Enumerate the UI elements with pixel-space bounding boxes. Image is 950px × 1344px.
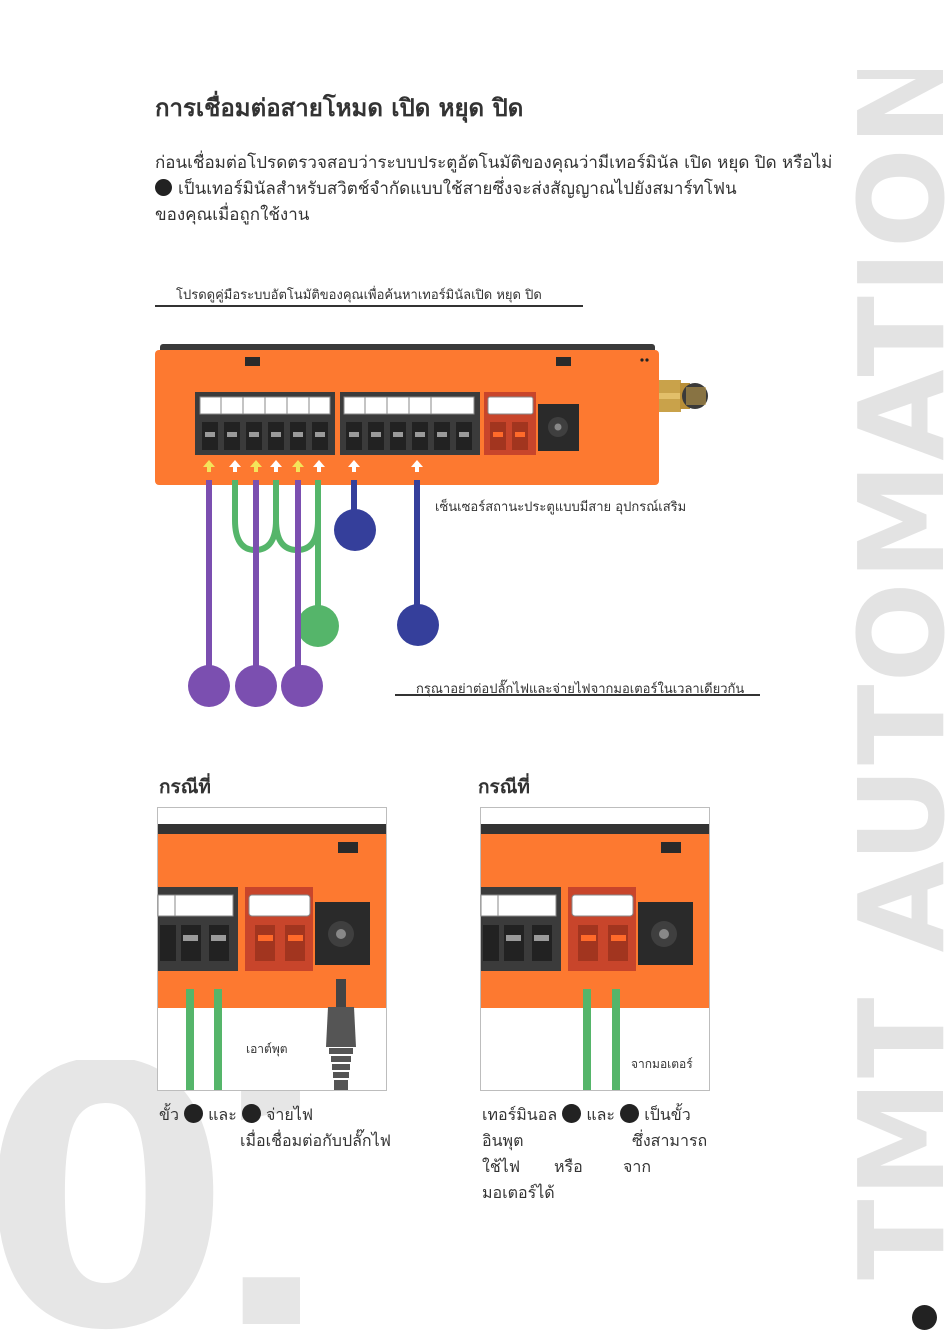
manual-note: โปรดดูคู่มือระบบอัตโนมัติของคุณเพื่อค้นห… <box>176 288 542 303</box>
brand-name: TMT AUTOMATION INC <box>855 70 950 1280</box>
case-2-word-input: อินพุต <box>482 1131 524 1150</box>
case-2-word-terminal: เทอร์มินอล <box>482 1105 558 1124</box>
controller-diagram <box>155 344 708 707</box>
case-1-title: กรณีที่ <box>159 776 211 798</box>
output-label: เอาต์พุต <box>246 1042 288 1056</box>
terminal-dot-icon <box>562 1104 582 1123</box>
intro-line-2-text: เป็นเทอร์มินัลสำหรับสวิตช์จำกัดแบบใช้สาย… <box>178 179 737 199</box>
case-2-word-motor: มอเตอร์ได้ <box>482 1183 555 1202</box>
case-2-word-use-power: ใช้ไฟ <box>482 1157 521 1176</box>
case-1-word-power: จ่ายไฟ <box>266 1105 314 1124</box>
device-led-left <box>245 357 260 366</box>
intro-line-3: ของคุณเมื่อถูกใช้งาน <box>155 205 310 225</box>
motor-label: จากมอเตอร์ <box>631 1057 693 1071</box>
sensor-label: เซ็นเซอร์สถานะประตูแบบมีสาย อุปกรณ์เสริม <box>435 500 687 515</box>
page-title: การเชื่อมต่อสายโหมด เปิด หยุด ปิด <box>155 94 524 122</box>
case-2-title: กรณีที่ <box>478 776 530 798</box>
case-2-word-pole: เป็นขั้ว <box>644 1105 691 1124</box>
terminal-dot-icon <box>241 1104 261 1123</box>
case-1-text-line-2: เมื่อเชื่อมต่อกับปลั๊กไฟ <box>240 1131 391 1150</box>
case-1-diagram <box>157 807 387 1091</box>
case-1-word-and: และ <box>208 1105 237 1124</box>
case-2-word-or: หรือ <box>554 1157 583 1176</box>
intro-line-1: ก่อนเชื่อมต่อโปรดตรวจสอบว่าระบบประตูอัตโ… <box>155 153 833 173</box>
warning-note: กรุณาอย่าต่อปลั๊กไฟและจ่ายไฟจากมอเตอร์ใน… <box>416 682 745 697</box>
case-2-diagram <box>480 807 710 1091</box>
green-common-wire <box>232 480 321 612</box>
page-dot <box>912 1305 937 1330</box>
manual-note-underline <box>155 305 583 307</box>
case-1-word-terminal: ขั้ว <box>159 1105 179 1124</box>
terminal-arrows <box>203 460 423 472</box>
case-2-word-and: และ <box>586 1105 616 1124</box>
purple-wires <box>206 480 301 670</box>
green-terminal-node <box>297 605 339 647</box>
intro-paragraph: ก่อนเชื่อมต่อโปรดตรวจสอบว่าระบบประตูอัตโ… <box>155 150 875 228</box>
case-2-word-can: ซึ่งสามารถ <box>632 1131 708 1150</box>
terminal-dot-icon <box>184 1104 204 1123</box>
terminal-dot-icon <box>155 179 172 196</box>
blue-sensor-node-1 <box>334 509 376 551</box>
warning-note-underline <box>395 694 760 696</box>
blue-sensor-node-2 <box>397 604 439 646</box>
intro-line-2: เป็นเทอร์มินัลสำหรับสวิตช์จำกัดแบบใช้สาย… <box>155 176 875 202</box>
purple-node-stop <box>235 665 277 707</box>
vertical-brand-text: TMT AUTOMATION INC <box>855 70 950 1280</box>
terminal-dot-icon <box>620 1104 640 1123</box>
device-led-right <box>556 357 571 366</box>
case-1-text-line-1: ขั้ว และ จ่ายไฟ <box>159 1102 313 1128</box>
case-2-word-from: จาก <box>623 1157 652 1176</box>
purple-node-open <box>188 665 230 707</box>
purple-node-close <box>281 665 323 707</box>
case-2-text-line-1: เทอร์มินอล และ เป็นขั้ว <box>482 1102 691 1128</box>
